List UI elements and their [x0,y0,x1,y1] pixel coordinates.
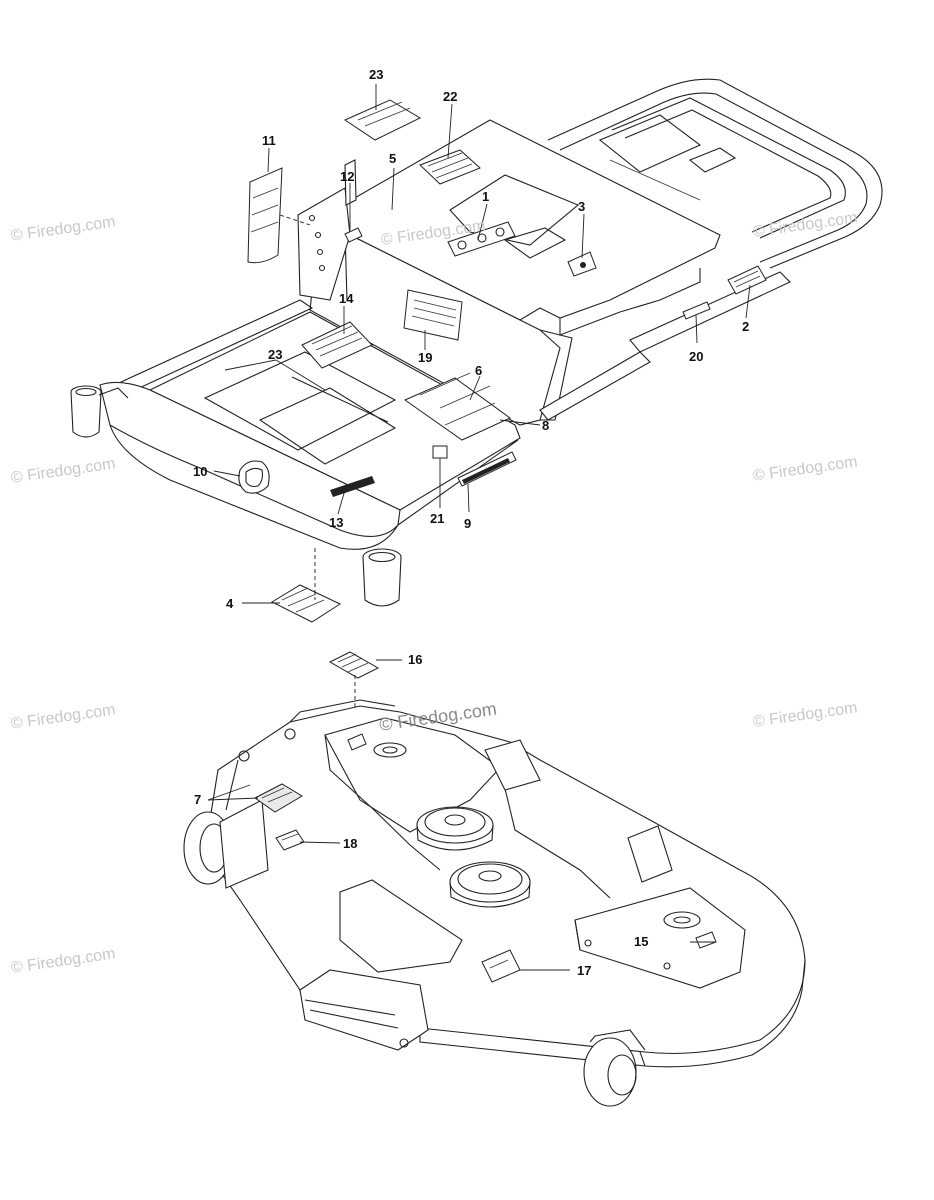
leader-lines [207,84,751,971]
decal-13 [330,476,375,497]
decal-20 [682,301,711,320]
deck-baffle [484,739,673,883]
callout-15: 15 [634,934,649,949]
callout-4: 4 [226,596,234,611]
callout-23-top: 23 [369,67,384,82]
callout-20: 20 [689,349,704,364]
discharge-chute [299,879,463,1051]
decal-4 [270,584,342,623]
decal-deck-small-1 [347,733,367,751]
deck-rear-wheel [583,1029,646,1107]
callout-8: 8 [542,418,550,433]
callout-12: 12 [340,169,355,184]
decal-22 [419,149,481,185]
caster-post-right [362,548,402,607]
deck-front-left-wheel [183,728,296,889]
decal-6-warnings [403,372,511,441]
decal-11-strip [247,167,283,264]
rear-frame-loop [547,78,883,269]
decal-16 [328,651,380,679]
callout-22: 22 [443,89,458,104]
deck-pulley-2 [449,861,531,908]
callout-19: 19 [418,350,433,365]
callout-3: 3 [578,199,586,214]
decal-21 [432,445,448,459]
callout-13: 13 [329,515,344,530]
decal-3 [567,251,597,277]
caster-post-left [70,385,129,438]
decal-23-top [343,99,422,141]
callout-16: 16 [408,652,423,667]
callout-21: 21 [430,511,445,526]
hinge-plate [297,159,357,301]
callout-7: 7 [194,792,202,807]
callout-10: 10 [193,464,208,479]
decal-2 [727,265,767,295]
decal-15 [695,931,717,949]
callout-23-footrest: 23 [268,347,283,362]
callout-2: 2 [742,319,750,334]
decal-14 [301,321,373,369]
decal-19 [403,289,463,341]
deck-right-cover [574,887,746,989]
callout-17: 17 [577,963,592,978]
deck-belt-cover [324,717,611,899]
decal-9-strip [457,451,517,487]
callout-11: 11 [262,133,276,148]
callout-1: 1 [482,189,490,204]
deck-pulley-1 [416,806,494,851]
decal-10-logo [238,460,270,494]
decal-7 [254,783,303,813]
callout-5: 5 [389,151,397,166]
decal-1-icons [447,221,516,257]
callout-6: 6 [475,363,483,378]
decal-12-small [344,227,363,243]
callout-18: 18 [343,836,358,851]
callout-14: 14 [339,291,354,306]
callout-9: 9 [464,516,472,531]
